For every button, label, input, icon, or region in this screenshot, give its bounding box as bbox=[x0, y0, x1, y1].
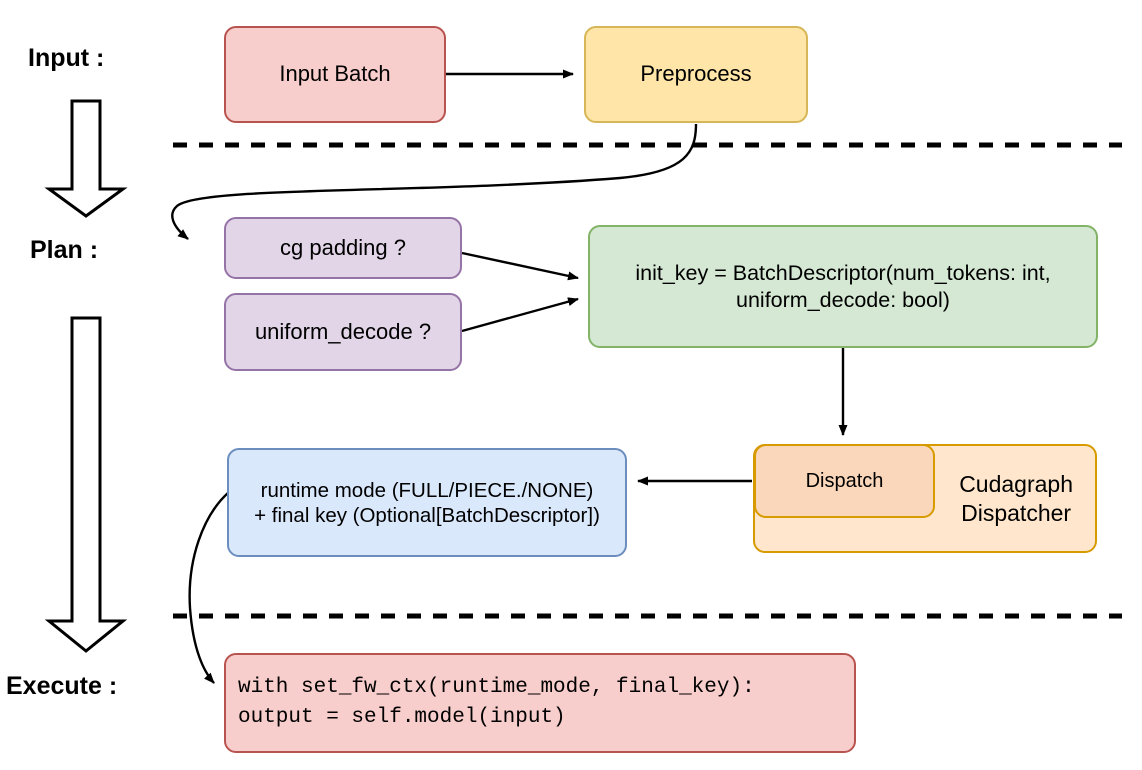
node-input-batch-label: Input Batch bbox=[279, 61, 391, 87]
stage-arrow-plan-to-execute bbox=[44, 316, 128, 653]
node-preprocess-label: Preprocess bbox=[640, 61, 752, 87]
node-init-key[interactable]: init_key = BatchDescriptor(num_tokens: i… bbox=[588, 225, 1098, 348]
node-cg-padding[interactable]: cg padding ? bbox=[224, 217, 462, 279]
arrow-runtime-mode-to-code bbox=[188, 491, 230, 684]
node-init-key-label: init_key = BatchDescriptor(num_tokens: i… bbox=[635, 261, 1051, 312]
node-preprocess[interactable]: Preprocess bbox=[584, 26, 808, 123]
node-dispatch[interactable]: Dispatch bbox=[754, 444, 935, 518]
node-uniform-decode-label: uniform_decode ? bbox=[254, 318, 432, 344]
node-code-block-label: with set_fw_ctx(runtime_mode, final_key)… bbox=[238, 676, 755, 729]
arrow-cg-padding-to-init-key bbox=[461, 251, 579, 281]
stage-label-input: Input : bbox=[28, 44, 105, 72]
node-dispatch-label: Dispatch bbox=[805, 469, 884, 492]
arrow-uniform-decode-to-init-key bbox=[461, 297, 579, 333]
node-runtime-mode[interactable]: runtime mode (FULL/PIECE./NONE) + final … bbox=[227, 448, 627, 557]
node-code-block[interactable]: with set_fw_ctx(runtime_mode, final_key)… bbox=[224, 653, 856, 753]
node-input-batch[interactable]: Input Batch bbox=[224, 26, 446, 123]
node-uniform-decode[interactable]: uniform_decode ? bbox=[224, 293, 462, 371]
node-runtime-mode-label: runtime mode (FULL/PIECE./NONE) + final … bbox=[254, 478, 600, 527]
node-cudagraph-dispatcher-label: Cudagraph Dispatcher bbox=[959, 471, 1073, 526]
node-cg-padding-label: cg padding ? bbox=[280, 234, 406, 260]
arrow-preprocess-to-cg-padding bbox=[171, 123, 698, 240]
stage-label-plan: Plan : bbox=[30, 236, 99, 264]
stage-label-execute: Execute : bbox=[6, 672, 118, 700]
stage-arrow-input-to-plan bbox=[44, 99, 128, 218]
